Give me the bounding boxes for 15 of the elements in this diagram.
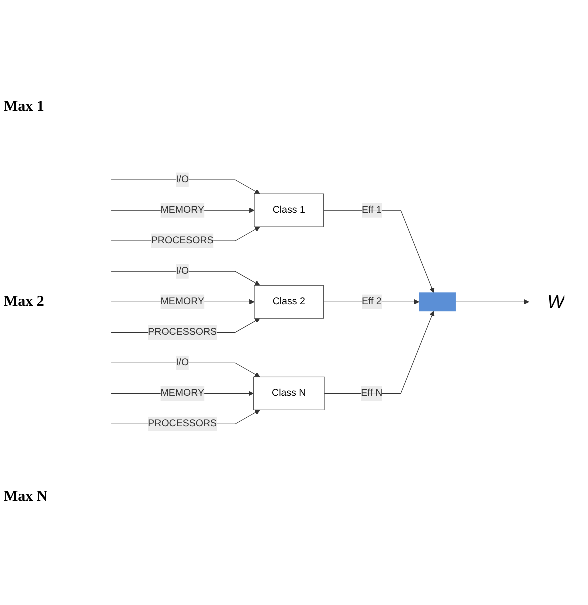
arrow [111,363,260,378]
node-box: Class 2 [254,286,324,320]
node-bar [419,293,456,312]
group-label: Max 1 [4,99,46,116]
node-text: W [548,292,565,313]
arrow [111,180,260,195]
node-box: Class 1 [254,194,324,228]
arrow [324,311,435,394]
arrow [323,210,435,294]
group-label: Max 2 [4,294,46,311]
arrow [323,300,420,306]
node-box: Class N [253,377,325,411]
group-label: Max N [4,489,49,506]
arrow [111,272,260,286]
arrow [456,300,530,306]
